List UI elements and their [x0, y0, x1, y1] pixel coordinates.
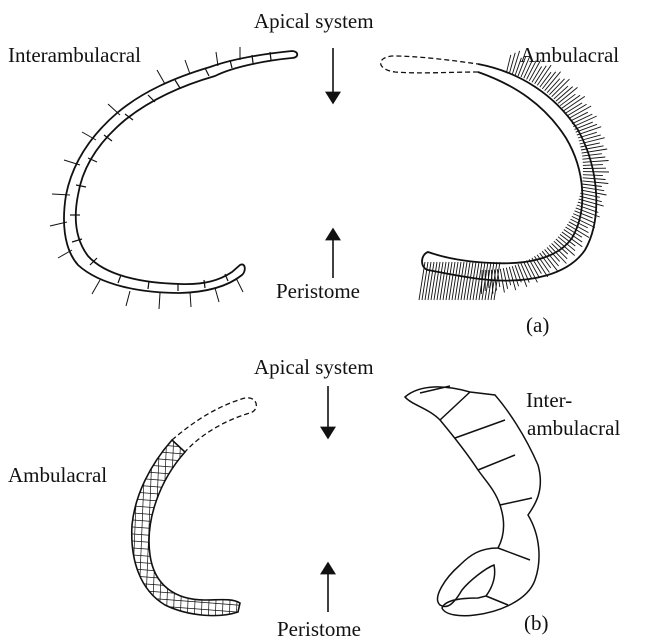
spine-mark	[562, 232, 582, 247]
spine-mark	[583, 161, 609, 163]
spine-mark	[542, 251, 557, 271]
spine-mark	[575, 122, 593, 129]
spine-mark	[582, 157, 605, 159]
spine-mark	[583, 165, 603, 166]
interambulacral-column-b	[405, 386, 540, 616]
hatch-line	[120, 477, 250, 487]
spine-mark	[512, 266, 518, 286]
spine-mark	[582, 184, 602, 187]
hatch-line	[201, 430, 209, 625]
hatch-line	[120, 582, 250, 592]
hatch-line	[117, 430, 125, 625]
spine-mark	[524, 262, 532, 279]
interambulacral-label-b-line1: Inter-	[526, 390, 572, 411]
hatch-line	[120, 456, 250, 466]
hatch-line	[194, 430, 202, 625]
hatch-line	[120, 617, 250, 627]
spine-mark	[552, 79, 570, 97]
hatch-line	[120, 470, 250, 480]
spine-mark	[509, 267, 515, 290]
spine-mark	[575, 211, 593, 218]
spine-mark	[449, 262, 455, 300]
hatch-line	[222, 430, 230, 625]
hatch-line	[120, 449, 250, 459]
apical-label-a: Apical system	[254, 11, 374, 32]
spine-mark	[455, 262, 461, 300]
spine-mark	[419, 262, 425, 300]
spine-mark	[571, 112, 588, 121]
ambulacral-label-b: Ambulacral	[8, 465, 107, 486]
hatch-line	[208, 430, 216, 625]
spine-mark	[583, 175, 603, 176]
interambulacral-sutures-a	[70, 52, 271, 291]
apical-label-b: Apical system	[254, 357, 374, 378]
interambulacral-label-a: Interambulacral	[8, 45, 141, 66]
spine-mark	[452, 262, 458, 300]
peristome-label-b: Peristome	[277, 619, 361, 640]
spine-mark	[479, 262, 485, 300]
ambulacral-dashed-end-b	[172, 398, 256, 452]
ambulacral-dashed-end-a	[381, 56, 478, 73]
spine-mark	[461, 262, 467, 300]
hatch-line	[229, 430, 237, 625]
spine-mark	[512, 51, 519, 74]
spine-mark	[458, 262, 464, 300]
ambulacral-column-b	[117, 430, 250, 627]
interambulacral-label-b-line2: ambulacral	[527, 418, 620, 439]
spine-mark	[582, 187, 605, 191]
ambulacral-label-a: Ambulacral	[520, 45, 619, 66]
spine-mark	[582, 154, 602, 156]
spine-mark	[476, 262, 482, 300]
spine-mark	[431, 262, 437, 300]
spine-mark	[470, 262, 476, 300]
hatch-line	[120, 435, 250, 445]
spine-mark	[577, 205, 599, 212]
panel-tag-b: (b)	[524, 613, 549, 634]
spine-mark	[443, 262, 449, 300]
spine-mark	[558, 87, 577, 103]
spine-mark	[434, 262, 440, 300]
peristome-label-a: Peristome	[276, 281, 360, 302]
spine-mark	[425, 262, 431, 300]
spine-mark	[428, 262, 434, 300]
spine-mark	[446, 262, 452, 300]
spine-mark	[556, 239, 575, 256]
interambulacral-column-a	[64, 51, 297, 293]
spine-mark	[437, 262, 443, 300]
spine-mark	[482, 262, 488, 300]
spine-mark	[473, 262, 479, 300]
spine-mark	[545, 72, 561, 91]
spine-mark	[485, 262, 491, 300]
panel-tag-a: (a)	[526, 315, 549, 336]
spine-mark	[440, 262, 446, 300]
spine-mark	[464, 262, 470, 300]
hatch-line	[120, 463, 250, 473]
hatch-line	[120, 442, 250, 452]
hatch-line	[236, 430, 244, 625]
hatch-line	[124, 430, 132, 625]
hatch-line	[215, 430, 223, 625]
ambulacral-column-a	[422, 64, 596, 281]
interambulacral-spines-a	[50, 47, 243, 309]
hatch-line	[187, 430, 195, 625]
spine-mark	[467, 262, 473, 300]
spine-mark	[576, 124, 597, 132]
